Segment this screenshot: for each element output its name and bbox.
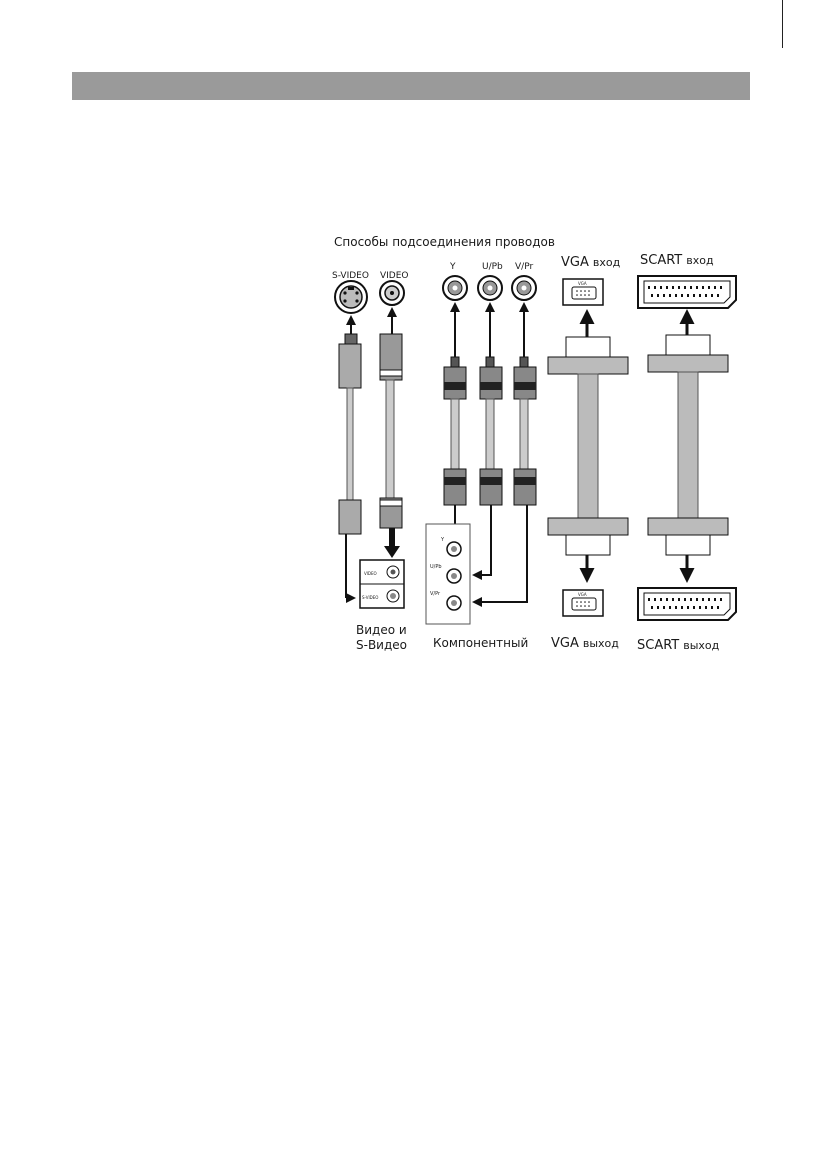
scart-cable — [648, 335, 728, 555]
component-caption: Компонентный — [433, 636, 528, 650]
component-y-jack-icon — [443, 276, 467, 300]
panel-video-label: VIDEO — [364, 571, 377, 576]
scart-output-connector-icon — [638, 588, 736, 620]
svg-text:VGA: VGA — [578, 281, 587, 286]
component-vpr-label: V/Pr — [515, 262, 533, 272]
vga-input-connector-icon: VGA — [563, 279, 603, 305]
component-y-cable — [444, 357, 466, 534]
svideo-cable — [339, 334, 361, 598]
panel-vpr-label: V/Pr — [430, 591, 441, 597]
panel-svideo-label: S-VIDEO — [362, 595, 378, 600]
component-input-panel: Y U/Pb V/Pr — [426, 524, 470, 624]
svg-text:VGA: VGA — [578, 592, 587, 597]
component-group: Y U/Pb V/Pr — [426, 262, 536, 650]
scart-input-connector-icon — [638, 276, 736, 308]
video-label: VIDEO — [380, 271, 409, 281]
diagram-title: Способы подсоединения проводов — [334, 235, 555, 249]
video-jack-icon — [380, 281, 404, 305]
video-svideo-group: S-VIDEO VIDEO — [332, 271, 409, 652]
vga-cable — [548, 337, 628, 555]
video-input-panel: VIDEO S-VIDEO — [360, 560, 404, 608]
svideo-label: S-VIDEO — [332, 271, 369, 281]
video-cable — [380, 334, 402, 558]
panel-upb-label: U/Pb — [430, 564, 442, 570]
component-upb-label: U/Pb — [482, 262, 503, 272]
video-caption-line2: S-Видео — [356, 638, 407, 652]
component-y-label: Y — [449, 262, 456, 272]
video-caption-line1: Видео и — [356, 623, 407, 637]
component-upb-cable — [474, 357, 502, 575]
vga-output-connector-icon: VGA — [563, 590, 603, 616]
component-upb-jack-icon — [478, 276, 502, 300]
component-vpr-jack-icon — [512, 276, 536, 300]
svideo-jack-icon — [335, 281, 367, 313]
